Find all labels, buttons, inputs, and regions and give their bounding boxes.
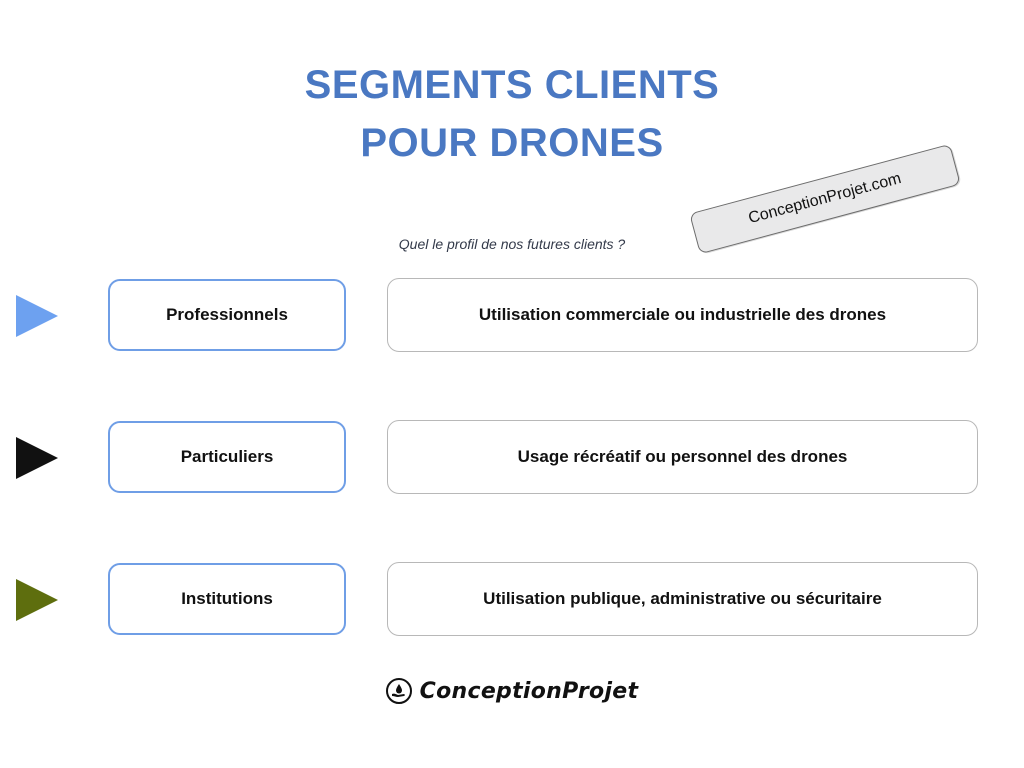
segment-description: Utilisation commerciale ou industrielle … <box>478 305 887 324</box>
hand-drop-icon <box>385 678 412 704</box>
segment-box-2: Particuliers <box>108 421 346 493</box>
segment-label: Particuliers <box>180 447 274 466</box>
description-box-1: Utilisation commerciale ou industrielle … <box>387 278 978 352</box>
segment-label: Institutions <box>181 589 273 608</box>
description-box-3: Utilisation publique, administrative ou … <box>387 562 978 636</box>
page-title: SEGMENTS CLIENTS POUR DRONES <box>0 56 1024 172</box>
title-line-1: SEGMENTS CLIENTS <box>304 63 720 107</box>
logo-text: ConceptionProjet <box>419 678 639 704</box>
subtitle: Quel le profil de nos futures clients ? <box>398 236 626 252</box>
title-line-2: POUR DRONES <box>360 121 664 165</box>
segment-label: Professionnels <box>166 305 288 324</box>
arrow-icon-2 <box>16 437 58 479</box>
arrow-icon-3 <box>16 579 58 621</box>
description-box-2: Usage récréatif ou personnel des drones <box>387 420 978 494</box>
segment-description: Usage récréatif ou personnel des drones <box>517 447 848 466</box>
segment-description: Utilisation publique, administrative ou … <box>483 589 882 608</box>
segment-box-1: Professionnels <box>108 279 346 351</box>
arrow-icon-1 <box>16 295 58 337</box>
segment-box-3: Institutions <box>108 563 346 635</box>
footer-logo: ConceptionProjet <box>0 678 1024 704</box>
